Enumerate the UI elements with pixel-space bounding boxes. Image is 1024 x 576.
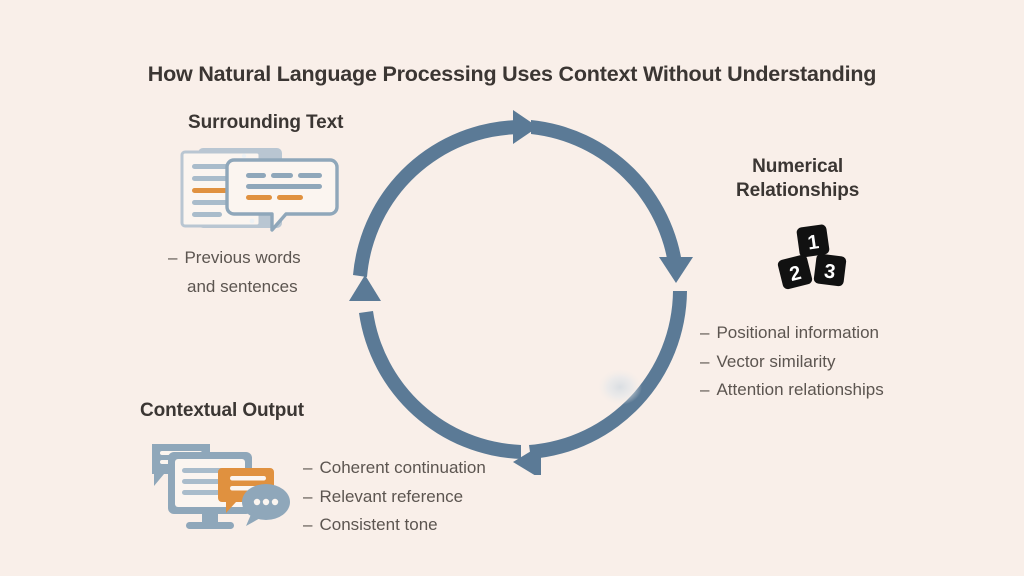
- bullet-label: Positional information: [716, 323, 879, 342]
- cycle-segment-top: [353, 110, 538, 277]
- cycle-segment-right: [531, 120, 693, 283]
- bullet-dash: –: [303, 458, 313, 477]
- svg-text:1: 1: [806, 231, 820, 254]
- number-block-3: 3: [813, 253, 847, 287]
- list-item: – Previous words: [168, 244, 301, 273]
- list-item: – Positional information: [700, 319, 884, 348]
- page-title: How Natural Language Processing Uses Con…: [147, 62, 877, 86]
- number-block-2: 2: [777, 254, 813, 290]
- bullet-dash: –: [700, 323, 710, 342]
- document-speech-bubble-icon: [174, 142, 349, 232]
- heading-numerical-relationships: Numerical Relationships: [736, 155, 859, 204]
- heading-numerical-line2: Relationships: [736, 180, 860, 202]
- bullet-dash: –: [700, 380, 710, 400]
- bullet-label-continuation: and sentences: [187, 276, 298, 296]
- bullet-dash: –: [700, 351, 710, 371]
- bullet-label: Consistent tone: [319, 515, 438, 535]
- list-item: – Vector similarity: [700, 348, 884, 377]
- number-block-1: 1: [796, 224, 830, 258]
- bullet-label: Previous words: [184, 248, 301, 267]
- bullet-list-numerical-relationships: – Positional information – Vector simila…: [700, 319, 884, 405]
- cycle-diagram: [335, 105, 705, 475]
- bullet-label: Vector similarity: [716, 351, 836, 371]
- bullet-label: Attention relationships: [716, 380, 884, 400]
- bullet-dash: –: [168, 248, 178, 267]
- list-item: – Attention relationships: [700, 376, 884, 405]
- bullet-list-surrounding-text: – Previous words and sentences: [168, 244, 301, 301]
- list-item: – Relevant reference: [303, 483, 486, 512]
- number-blocks-icon: 1 2 3: [776, 223, 856, 293]
- bullet-list-contextual-output: – Coherent continuation – Relevant refer…: [303, 454, 486, 540]
- heading-contextual-output: Contextual Output: [140, 400, 305, 421]
- monitor-chat-icon: [140, 438, 295, 533]
- cycle-segment-left-tail: [349, 275, 521, 459]
- bullet-dash: –: [303, 486, 313, 506]
- heading-surrounding-text: Surrounding Text: [188, 112, 344, 133]
- list-item: – Coherent continuation: [303, 454, 486, 483]
- cycle-arrows-svg: [349, 110, 693, 475]
- heading-numerical-line1: Numerical: [752, 156, 844, 177]
- bullet-label: Relevant reference: [319, 486, 464, 506]
- bullet-dash: –: [303, 515, 313, 535]
- svg-text:3: 3: [823, 260, 837, 283]
- cycle-segment-bottom: [513, 291, 687, 475]
- svg-text:2: 2: [787, 262, 803, 286]
- smudge-artifact: [598, 369, 642, 405]
- list-item: – Consistent tone: [303, 511, 486, 540]
- bullet-label: Coherent continuation: [319, 458, 486, 477]
